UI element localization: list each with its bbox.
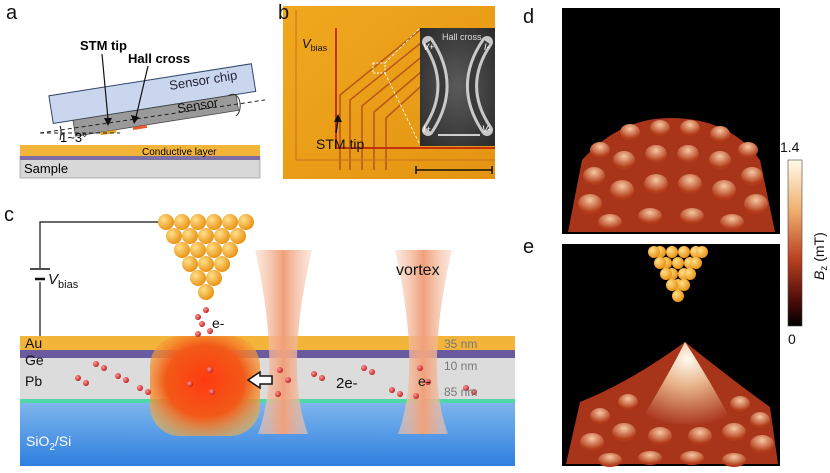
- flow-arrow: [246, 370, 273, 390]
- label-two-electrons: 2e-: [336, 375, 358, 392]
- panel-label-c: c: [4, 204, 14, 226]
- panel-label-a: a: [6, 2, 18, 24]
- sensor: [72, 94, 239, 137]
- colorbar-min: 0: [788, 331, 796, 347]
- stm-tip-mark: [100, 129, 117, 136]
- label-au: Au: [25, 335, 42, 351]
- inset-v-plus: V+: [423, 42, 434, 52]
- stm-tip-atoms: [158, 214, 254, 300]
- panel-b-micrograph: Hall cross V+ I- I+ V- Vbias STM tip: [283, 6, 495, 179]
- cooper-pairs: [75, 361, 477, 397]
- label-angle: 1~3°: [60, 130, 87, 145]
- label-vortex-electron: e-: [418, 373, 431, 389]
- colorbar-graphic: 1.4 0 Bz (mT): [780, 139, 830, 347]
- panel-label-e: e: [523, 236, 535, 258]
- label-sample: Sample: [24, 161, 68, 176]
- label-substrate: SiO2/Si: [26, 433, 71, 453]
- panel-d-field-map: [562, 8, 780, 234]
- panel-a: a STM tip Hall cross Sensor chip Sensor …: [0, 0, 270, 185]
- angle-guide-line: [39, 99, 266, 134]
- panel-c: c: [0, 200, 520, 468]
- wire-bond: [227, 93, 241, 117]
- inset-v-minus: V-: [482, 124, 491, 134]
- panel-label-b: b: [278, 2, 290, 24]
- label-electron: e-: [212, 315, 225, 331]
- label-stm-tip-b: STM tip: [316, 136, 364, 152]
- colorbar-max: 1.4: [780, 140, 800, 155]
- colorbar-gradient: [787, 159, 803, 327]
- panel-e: e: [520, 232, 780, 468]
- panel-d: d: [520, 0, 780, 240]
- conductive-layer: [20, 145, 260, 156]
- au-layer: [20, 336, 515, 350]
- hall-cross-zoom-box: [372, 62, 386, 74]
- panel-label-d: d: [523, 6, 535, 28]
- field-surface-d: [568, 118, 775, 232]
- tunneling-electrons: [187, 307, 431, 399]
- field-peaks-d: [578, 120, 768, 230]
- inset-i-plus: I+: [423, 124, 431, 134]
- label-ge: Ge: [25, 352, 44, 368]
- panel-b: b: [270, 0, 510, 185]
- colorbar: 1.4 0 Bz (mT): [780, 139, 830, 350]
- panel-e-field-map: [562, 244, 780, 467]
- label-vbias-c: Vbias: [48, 271, 79, 291]
- inset-i-minus: I-: [484, 42, 490, 52]
- label-hall-cross: Hall cross: [128, 51, 190, 66]
- hot-spot: [150, 336, 260, 436]
- label-vortex: vortex: [396, 262, 440, 279]
- label-thickness-au: 35 nm: [444, 337, 477, 351]
- label-thickness-ge: 10 nm: [444, 359, 477, 373]
- field-summit-e: [640, 342, 735, 427]
- panel-c-schematic: Vbias e-: [20, 214, 515, 466]
- stm-tip-trace: [335, 28, 495, 149]
- stm-tip-atoms-e: [648, 246, 708, 302]
- ge-layer: [20, 350, 515, 358]
- bias-circuit-wire: [39, 221, 205, 268]
- label-stm-tip: STM tip: [80, 38, 127, 53]
- label-conductive-layer: Conductive layer: [142, 147, 217, 158]
- label-thickness-pb: 85 nm: [444, 385, 477, 399]
- sample-top-stripe: [20, 156, 260, 160]
- field-peaks-e: [580, 394, 774, 467]
- label-pb: Pb: [25, 373, 42, 389]
- vortex-2: [395, 250, 452, 434]
- colorbar-label: Bz (mT): [811, 232, 830, 280]
- hall-cross-mark: [132, 124, 148, 131]
- label-vbias: Vbias: [302, 36, 328, 53]
- vortex-1: [255, 250, 312, 434]
- label-sensor: Sensor: [176, 95, 220, 116]
- inset-hall-cross: Hall cross: [442, 32, 482, 42]
- panel-a-schematic: STM tip Hall cross Sensor chip Sensor 1~…: [19, 38, 266, 179]
